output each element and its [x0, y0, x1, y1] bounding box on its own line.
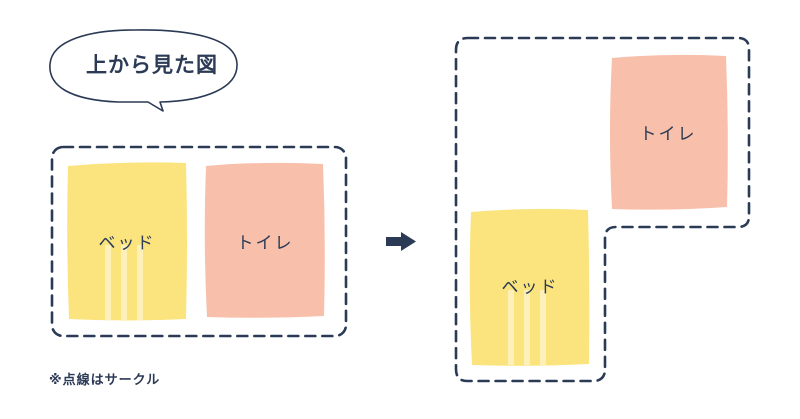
bed-pad-after	[469, 208, 590, 366]
circle-note: ※点線はサークル	[49, 373, 161, 388]
circle-after-outline	[454, 36, 751, 383]
bed-pad-before	[67, 162, 187, 321]
bed-label-after: ベッド	[501, 277, 559, 298]
circle-before-outline	[50, 145, 348, 338]
speech-bubble	[49, 29, 238, 112]
bubble-title: 上から見た図	[86, 53, 218, 77]
bed-stripe	[121, 245, 127, 320]
bed-stripe	[524, 290, 530, 365]
bed-stripe	[105, 245, 111, 320]
bed-label-before: ベッド	[98, 233, 156, 254]
bed-stripe	[508, 290, 514, 365]
toilet-label-after: トイレ	[639, 124, 697, 145]
bed-stripe	[137, 245, 143, 320]
right-arrow-icon	[386, 232, 416, 251]
toilet-label-before: トイレ	[236, 233, 294, 254]
bed-stripe	[540, 290, 546, 365]
toilet-pad-after	[610, 54, 728, 210]
toilet-pad-before	[204, 162, 325, 318]
